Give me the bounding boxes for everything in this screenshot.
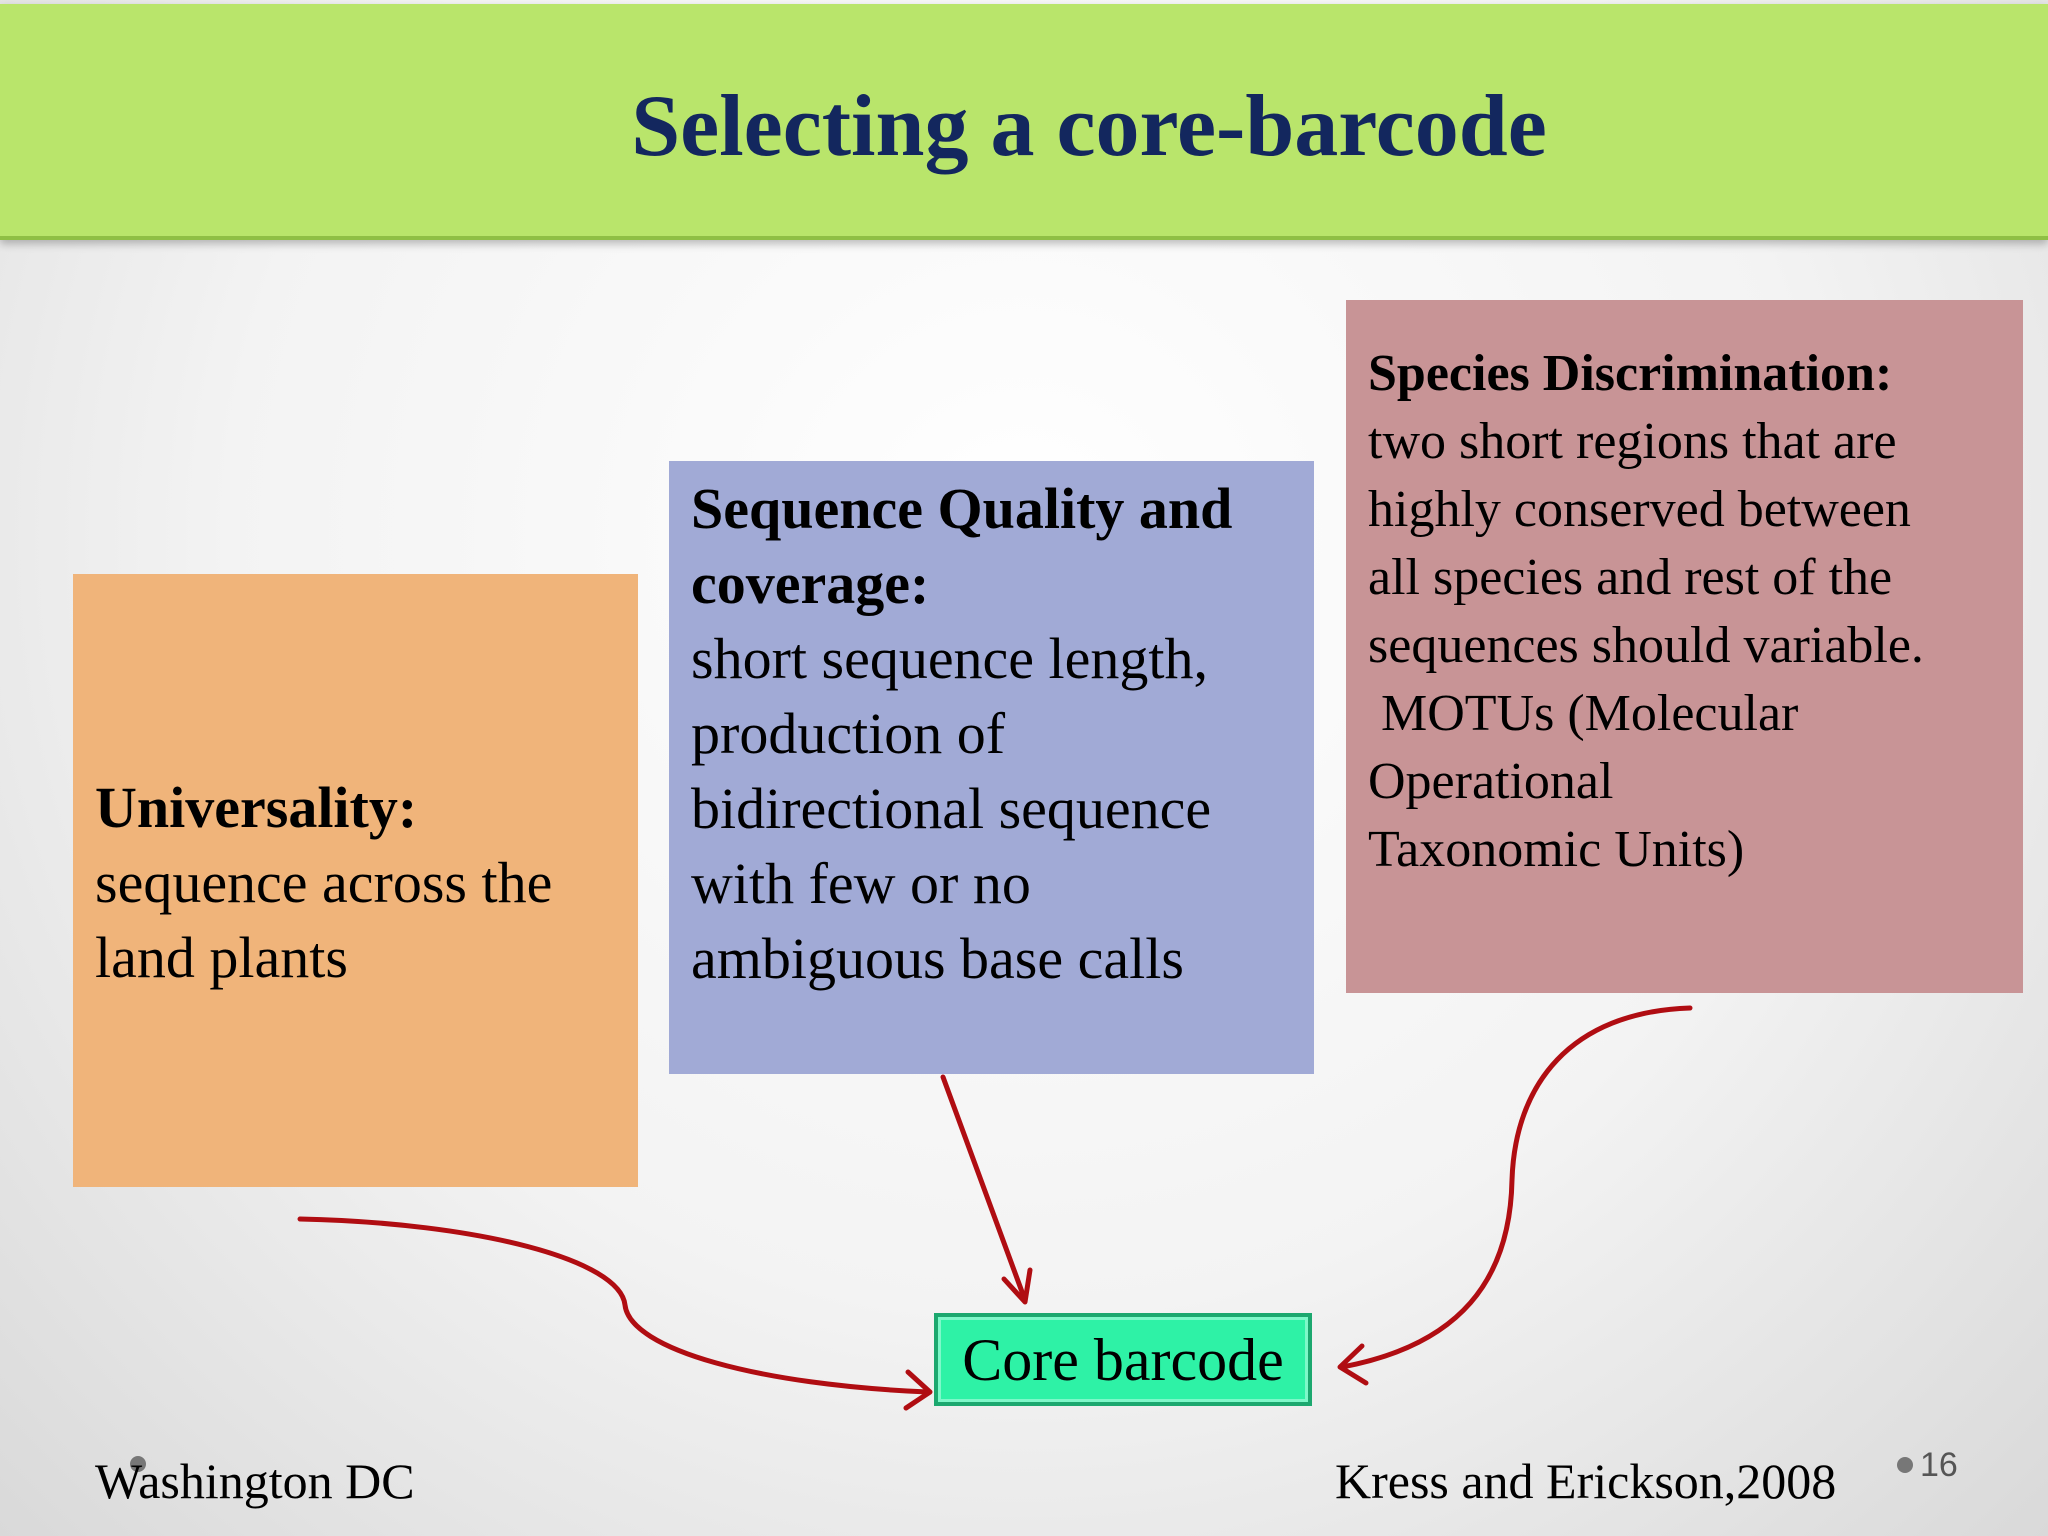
sequence-quality-box: Sequence Quality and coverage: short seq… [669,461,1314,1074]
quality-line: ambiguous base calls [691,926,1184,991]
slide-number: 16 [1920,1446,1958,1484]
universality-line: land plants [95,925,348,990]
species-line: highly conserved between [1368,481,1911,538]
slide-title: Selecting a core-barcode [631,78,1547,175]
species-line: all species and rest of the [1368,549,1893,606]
species-line: Operational [1368,753,1614,810]
species-discrimination-box: Species Discrimination: two short region… [1346,300,2023,993]
footer-citation: Kress and Erickson,2008 [1335,1453,1837,1509]
arrow-head-universality [903,1369,933,1411]
arrow-head-species [1337,1343,1369,1386]
arrow-head-quality [1001,1267,1033,1305]
slide-number-bullet [1897,1457,1913,1473]
quality-line: bidirectional sequence [691,776,1212,841]
arrow-from-universality [297,1216,931,1395]
universality-box: Universality: sequence across the land p… [73,574,638,1187]
species-line: MOTUs (Molecular [1368,685,1799,742]
universality-heading: Universality: [95,775,418,840]
quality-heading: Sequence Quality and [691,476,1233,541]
quality-line: short sequence length, [691,626,1209,691]
quality-heading: coverage: [691,551,930,616]
arrow-from-quality [940,1074,1028,1303]
species-line: Taxonomic Units) [1368,821,1745,878]
species-heading: Species Discrimination: [1368,345,1893,402]
footer-location: Washington DC [95,1453,415,1509]
species-line: two short regions that are [1368,413,1897,470]
bullet-dot [130,1456,146,1472]
quality-line: with few or no [691,851,1031,916]
species-line: sequences should variable. [1368,617,1924,674]
quality-line: production of [691,701,1006,766]
core-barcode-box: Core barcode [934,1313,1312,1406]
arrow-from-species [1339,1005,1693,1370]
universality-line: sequence across the [95,850,553,915]
title-bar: Selecting a core-barcode [0,4,2048,240]
